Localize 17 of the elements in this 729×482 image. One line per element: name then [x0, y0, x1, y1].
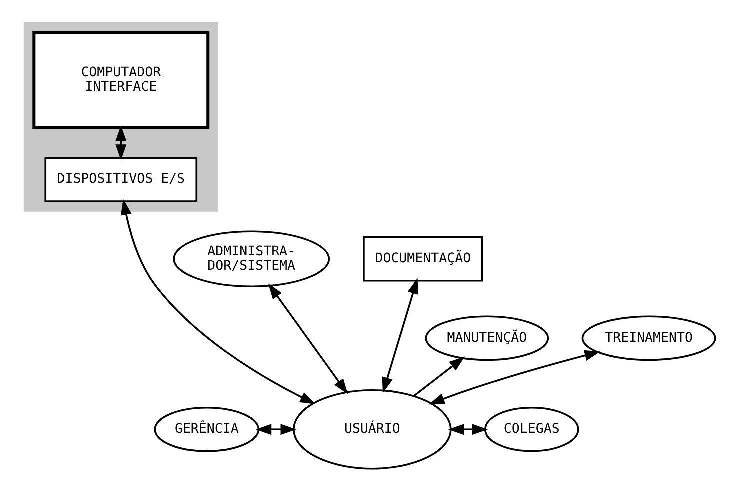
- node-box: COMPUTADOR INTERFACE: [32, 30, 210, 130]
- arrow: [120, 199, 316, 404]
- arrow: [428, 350, 600, 405]
- node-ellipse: GERÊNCIA: [154, 406, 260, 452]
- arrow: [255, 424, 296, 436]
- node-ellipse: ADMINISTRA- DOR/SISTEMA: [172, 230, 330, 288]
- node-ellipse: COLEGAS: [484, 406, 579, 452]
- arrow: [448, 424, 488, 436]
- node-box: DISPOSITIVOS E/S: [44, 157, 198, 202]
- node-ellipse: USUÁRIO: [292, 389, 452, 470]
- arrow: [413, 356, 464, 397]
- arrow: [268, 284, 348, 395]
- arrow: [115, 126, 126, 160]
- node-box: DOCUMENTAÇÃO: [362, 236, 483, 282]
- cluster: [23, 22, 218, 212]
- node-ellipse: MANUTENÇÃO: [424, 316, 549, 362]
- arrow: [382, 278, 418, 394]
